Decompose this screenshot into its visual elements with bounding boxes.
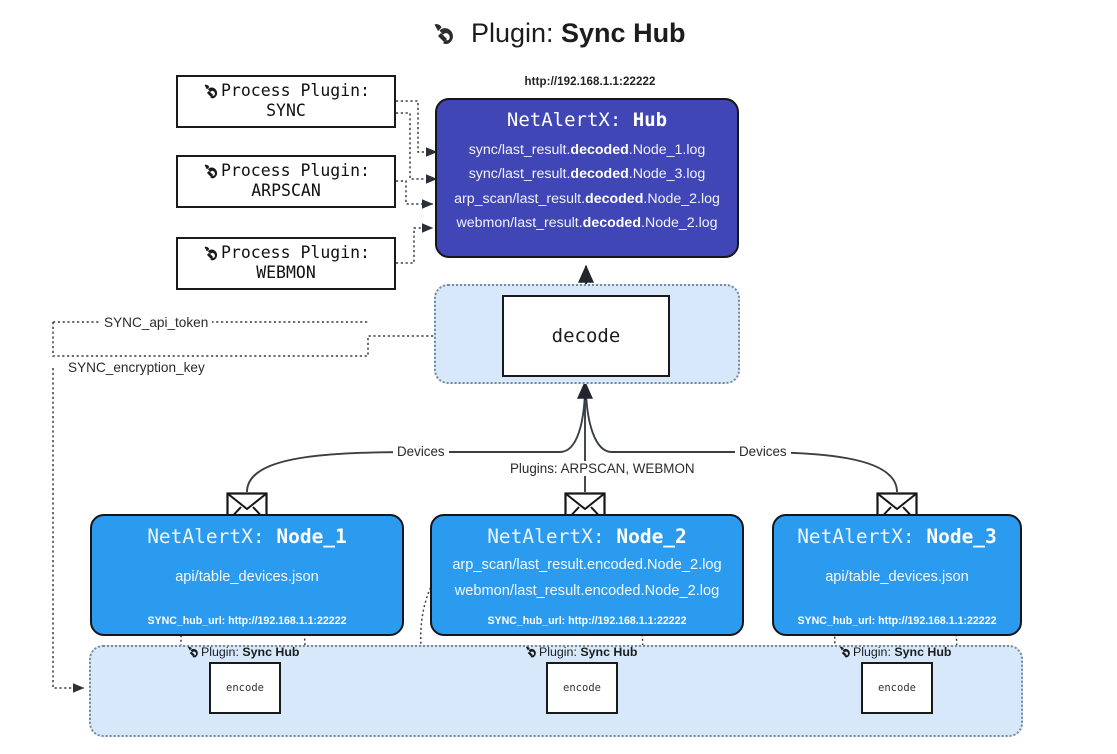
plugin-tag-node-3: Plugin: Sync Hub bbox=[838, 645, 952, 659]
decode-box[interactable]: decode bbox=[502, 295, 670, 377]
node-box-node-3[interactable]: NetAlertX: Node_3 api/table_devices.json… bbox=[772, 514, 1022, 636]
process-plugin-name: ARPSCAN bbox=[251, 181, 321, 201]
page-title-prefix: Plugin: bbox=[470, 18, 554, 48]
plug-icon bbox=[525, 646, 536, 658]
process-plugin-box-sync[interactable]: Process Plugin: SYNC bbox=[176, 75, 396, 128]
encode-box-node-1[interactable]: encode bbox=[209, 662, 281, 714]
edge-label-plugins-center: Plugins: ARPSCAN, WEBMON bbox=[506, 461, 699, 476]
hub-title-name: Hub bbox=[632, 109, 668, 131]
node-title: NetAlertX: Node_2 bbox=[487, 525, 687, 548]
node-title: NetAlertX: Node_1 bbox=[147, 525, 347, 548]
plug-icon bbox=[203, 246, 218, 261]
hub-log-line: sync/last_result.decoded.Node_1.log bbox=[468, 142, 706, 158]
node-title: NetAlertX: Node_3 bbox=[797, 525, 997, 548]
sync-encryption-key-label: SYNC_encryption_key bbox=[64, 360, 209, 375]
plugin-tag-node-2: Plugin: Sync Hub bbox=[524, 645, 638, 659]
sync-api-token-label: SYNC_api_token bbox=[100, 315, 213, 330]
process-plugin-label: Process Plugin: bbox=[220, 81, 370, 100]
hub-title-prefix: NetAlertX: bbox=[506, 109, 622, 131]
plug-icon bbox=[839, 646, 850, 658]
hub-log-line: webmon/last_result.decoded.Node_2.log bbox=[456, 215, 718, 232]
node-footer: SYNC_hub_url: http://192.168.1.1:22222 bbox=[147, 615, 347, 627]
node-log-line: arp_scan/last_result.encoded.Node_2.log bbox=[452, 557, 722, 573]
encode-box-node-2[interactable]: encode bbox=[546, 662, 618, 714]
process-plugin-name: SYNC bbox=[266, 101, 306, 121]
plugin-tag-node-1: Plugin: Sync Hub bbox=[186, 645, 300, 659]
process-plugin-box-webmon[interactable]: Process Plugin: WEBMON bbox=[176, 237, 396, 290]
page-title: Plugin: Sync Hub bbox=[0, 18, 1117, 49]
node-footer: SYNC_hub_url: http://192.168.1.1:22222 bbox=[487, 615, 687, 627]
plug-icon bbox=[203, 84, 218, 99]
node-box-node-1[interactable]: NetAlertX: Node_1 api/table_devices.json… bbox=[90, 514, 404, 636]
process-plugin-box-arpscan[interactable]: Process Plugin: ARPSCAN bbox=[176, 155, 396, 208]
hub-log-line: sync/last_result.decoded.Node_3.log bbox=[468, 166, 706, 183]
node-footer: SYNC_hub_url: http://192.168.1.1:22222 bbox=[797, 615, 997, 627]
node-log-line: api/table_devices.json bbox=[825, 569, 969, 585]
edge-label-devices-right: Devices bbox=[735, 444, 791, 459]
process-plugin-label: Process Plugin: bbox=[220, 161, 370, 180]
plug-icon bbox=[187, 646, 198, 658]
plug-icon bbox=[433, 24, 454, 45]
node-box-node-2[interactable]: NetAlertX: Node_2 arp_scan/last_result.e… bbox=[430, 514, 744, 636]
encode-box-node-3[interactable]: encode bbox=[861, 662, 933, 714]
process-plugin-label: Process Plugin: bbox=[220, 243, 370, 262]
hub-log-line: arp_scan/last_result.decoded.Node_2.log bbox=[454, 190, 720, 207]
hub-node[interactable]: NetAlertX: Hub sync/last_result.decoded.… bbox=[435, 98, 739, 258]
node-log-line: webmon/last_result.encoded.Node_2.log bbox=[454, 583, 720, 600]
node-log-line: api/table_devices.json bbox=[175, 569, 319, 585]
hub-title: NetAlertX: Hub bbox=[437, 109, 737, 131]
edge-label-devices-left: Devices bbox=[393, 444, 449, 459]
page-title-name: Sync Hub bbox=[561, 18, 686, 48]
process-plugin-name: WEBMON bbox=[256, 263, 316, 283]
hub-url-label: http://192.168.1.1:22222 bbox=[524, 76, 656, 88]
plug-icon bbox=[203, 164, 218, 179]
